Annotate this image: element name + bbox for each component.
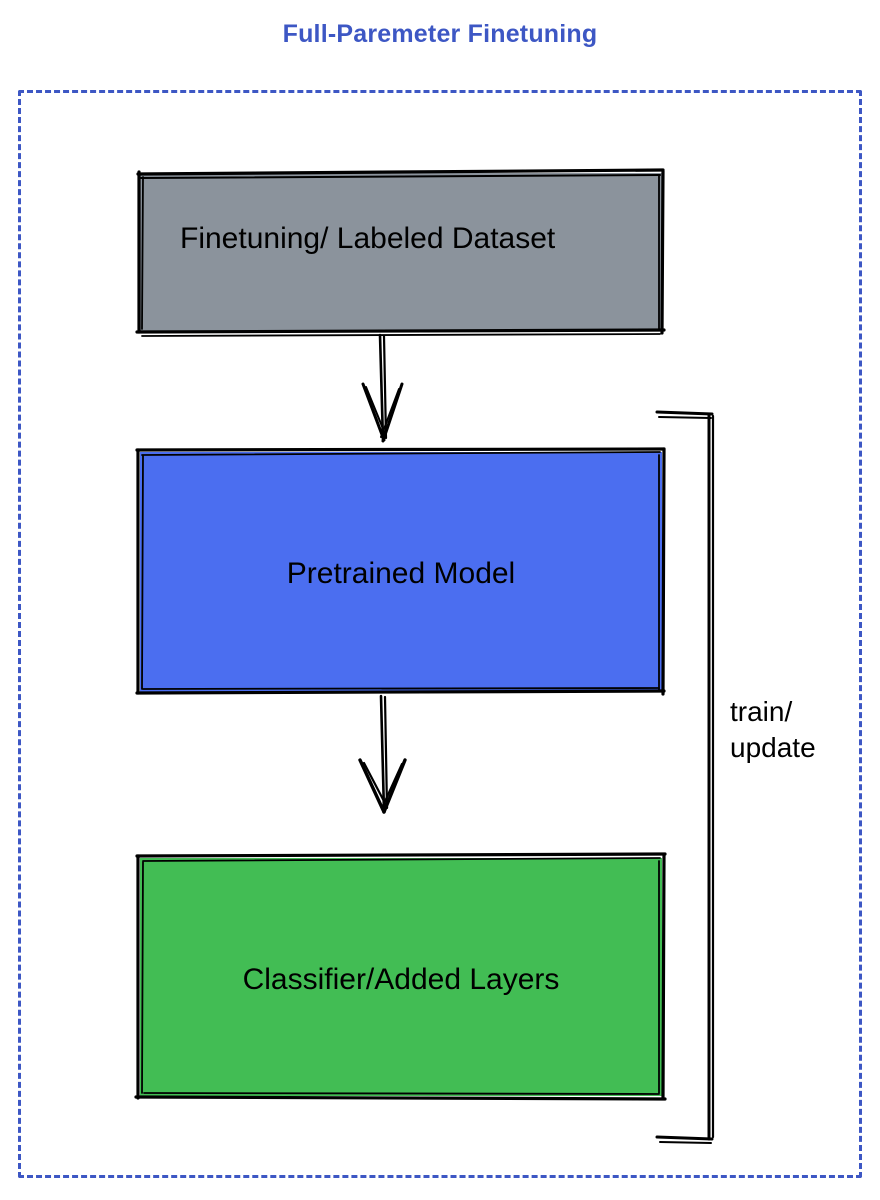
node-dataset-label: Finetuning/ Labeled Dataset: [180, 222, 556, 255]
node-pretrained-model-label: Pretrained Model: [286, 557, 516, 590]
node-classifier-label: Classifier/Added Layers: [242, 963, 560, 996]
dashed-container-frame: [18, 90, 862, 1178]
edge-feedback-loop-label: train/ update: [730, 694, 850, 766]
page-title: Full-Paremeter Finetuning: [282, 20, 598, 48]
edge-feedback-loop-label-line1: train/: [730, 696, 793, 727]
edge-feedback-loop-label-line2: update: [730, 732, 816, 763]
